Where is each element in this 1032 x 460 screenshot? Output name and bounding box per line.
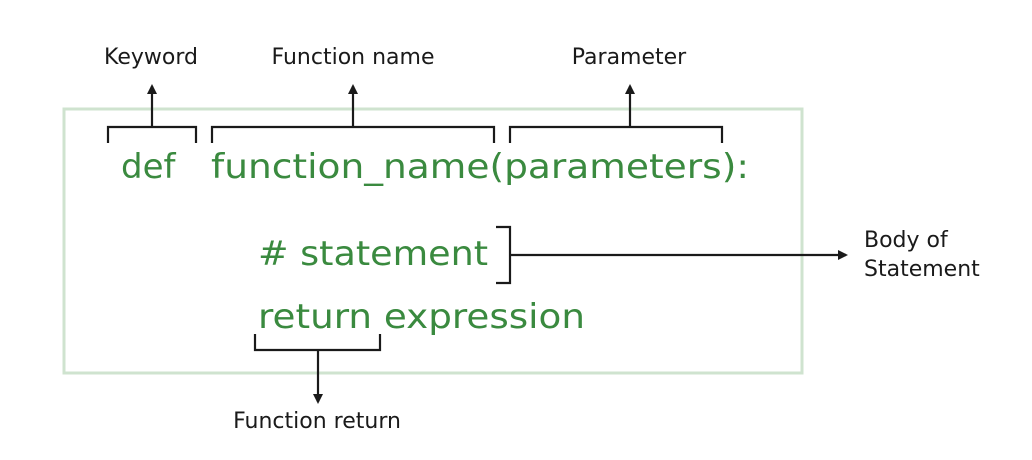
code-signature: function_name(parameters): bbox=[211, 147, 749, 187]
body-bracket bbox=[496, 225, 512, 285]
body-label-line2: Statement bbox=[864, 257, 980, 282]
function-name-bracket bbox=[210, 125, 496, 143]
function-name-label: Function name bbox=[272, 45, 435, 70]
body-label-line1: Body of bbox=[864, 228, 949, 253]
function-return-label: Function return bbox=[233, 409, 401, 434]
code-keyword: def bbox=[121, 147, 177, 187]
code-box bbox=[62, 107, 804, 375]
parameter-bracket bbox=[508, 125, 724, 143]
parameter-label: Parameter bbox=[572, 45, 687, 70]
code-return-line: return expression bbox=[258, 297, 585, 337]
keyword-label: Keyword bbox=[104, 45, 198, 70]
keyword-bracket bbox=[106, 125, 198, 143]
code-statement: # statement bbox=[258, 234, 488, 274]
